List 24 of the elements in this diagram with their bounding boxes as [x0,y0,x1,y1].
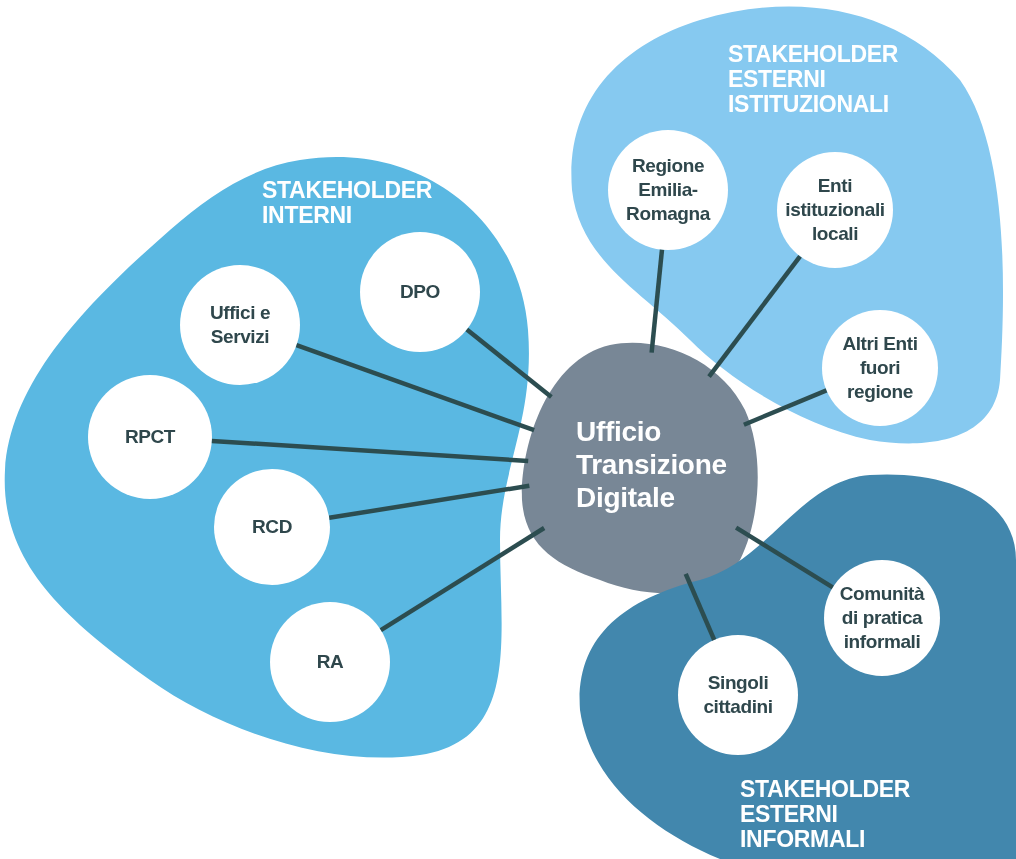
stakeholder-label: Enti istituzionali locali [784,174,886,246]
connector-line [734,525,834,590]
central-office-label: Ufficio Transizione Digitale [576,415,728,514]
stakeholder-label: Comunità di pratica informali [838,582,926,654]
stakeholder-label: Regione Emilia-Romagna [625,154,712,226]
group-heading: STAKEHOLDER ESTERNI INFORMALI [740,777,912,852]
connector-line [211,438,529,464]
connector-line [295,343,535,433]
connector-line [707,254,802,378]
stakeholder-label: RCD [251,515,293,539]
connector-line [683,573,717,641]
connector-line [379,526,546,633]
group-heading: STAKEHOLDER ESTERNI ISTITUZIONALI [728,42,900,117]
connector-line [465,327,553,399]
connector-line [649,249,665,353]
group-heading: STAKEHOLDER INTERNI [262,178,434,228]
connector-line [328,483,530,521]
stakeholder-label: RA [315,650,345,674]
stakeholder-label: Uffici e Servizi [208,301,272,349]
stakeholder-label: DPO [399,280,441,304]
connector-line [743,388,828,427]
stakeholder-label: RPCT [123,425,177,449]
stakeholder-label: Altri Enti fuori regione [841,332,919,404]
stakeholder-label: Singoli cittadini [702,671,774,719]
